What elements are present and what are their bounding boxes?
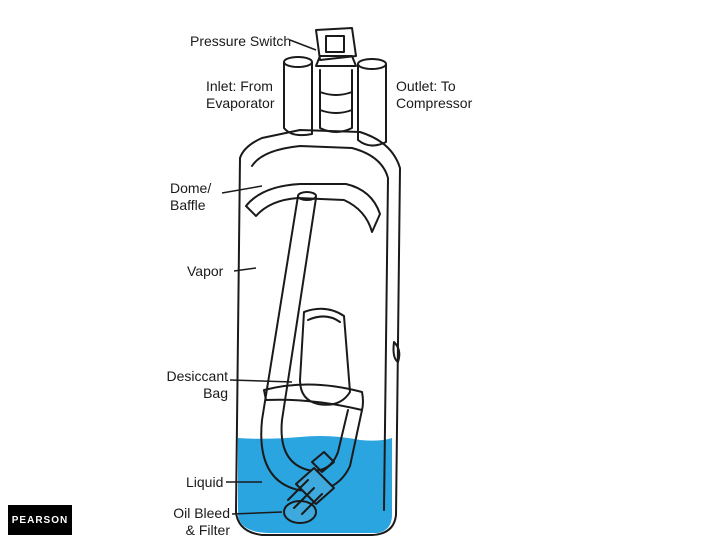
pearson-logo: PEARSON (8, 505, 72, 535)
canister-body (235, 129, 401, 536)
label-liquid: Liquid (186, 474, 224, 490)
pressure-switch-stem (319, 69, 353, 133)
bag-strap (263, 383, 364, 411)
leader-oil-bleed (231, 511, 283, 515)
leader-pressure-switch (289, 39, 317, 51)
desiccant-bag (299, 307, 351, 406)
pickup-tube (260, 195, 317, 491)
canister-inner-wall (251, 145, 389, 511)
leader-desiccant-bag (229, 379, 293, 383)
label-oil-bleed-filter: Oil Bleed & Filter (173, 505, 230, 538)
inlet-pipe-opening (283, 56, 313, 68)
pickup-tube-opening (297, 191, 317, 201)
leader-vapor (233, 267, 257, 272)
pressure-switch-head (315, 27, 357, 61)
label-inlet: Inlet: From Evaporator (206, 78, 275, 111)
outlet-pipe-opening (357, 58, 387, 70)
label-vapor: Vapor (187, 263, 224, 279)
pressure-switch-socket (325, 35, 345, 53)
leader-dome-baffle (221, 185, 263, 194)
label-outlet: Outlet: To Compressor (396, 78, 473, 111)
label-desiccant-bag: Desiccant Bag (166, 368, 228, 401)
dome-baffle (245, 183, 381, 233)
label-pressure-switch: Pressure Switch (190, 33, 292, 49)
outlet-pipe (357, 63, 387, 147)
label-dome-baffle: Dome/ Baffle (170, 180, 212, 213)
oil-bleed-filter (283, 451, 335, 524)
filter-clip (311, 451, 335, 473)
side-bracket (392, 341, 401, 363)
inlet-pipe (283, 61, 313, 137)
